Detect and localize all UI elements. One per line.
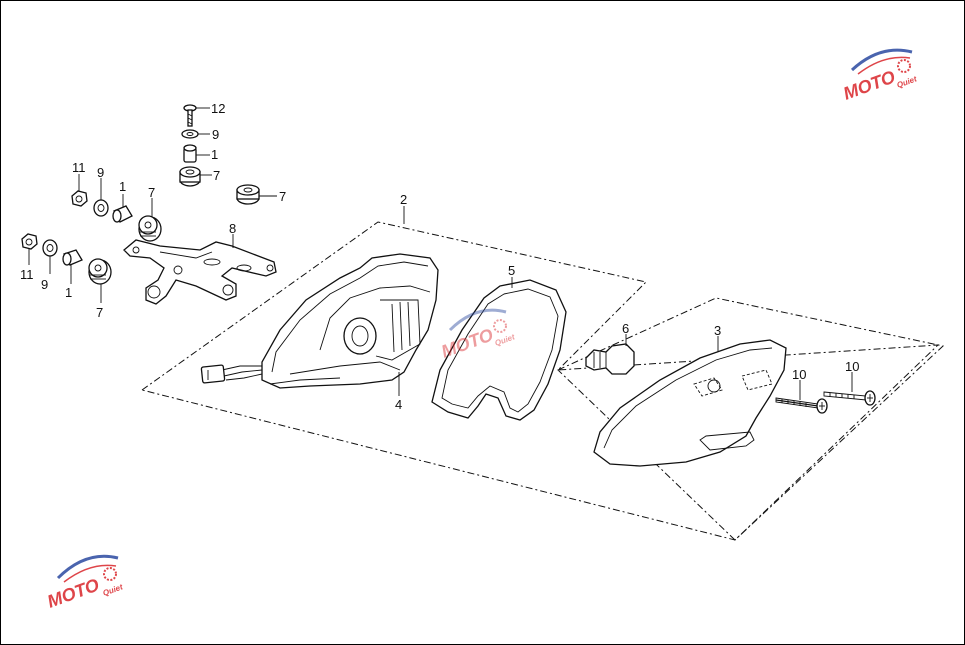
lens-cover-3 xyxy=(593,339,787,467)
callout-1-lower: 1 xyxy=(65,285,72,300)
screw-10-right xyxy=(823,390,876,406)
callout-1-upper: 1 xyxy=(119,179,126,194)
grommet-7-top xyxy=(179,166,201,187)
callout-3: 3 xyxy=(714,323,721,338)
callout-9-top: 9 xyxy=(212,127,219,142)
washer-9-upper xyxy=(93,199,109,217)
callout-5: 5 xyxy=(508,263,515,278)
grommet-7-right xyxy=(236,184,260,205)
washer-9-top xyxy=(181,129,199,139)
nut-11-upper xyxy=(71,190,88,207)
headlamp-body-4 xyxy=(200,253,439,389)
callout-numbers: 12 9 1 7 7 11 9 1 7 8 11 9 1 7 2 5 6 3 4… xyxy=(20,101,859,412)
callout-2: 2 xyxy=(400,192,407,207)
bolt-12-top xyxy=(183,104,197,127)
leader-lines xyxy=(28,107,853,400)
callout-9-lower: 9 xyxy=(41,277,48,292)
watermark-brand-bottom: MOTO xyxy=(45,575,102,612)
watermark-logo-bottom-left: MOTO Quiet xyxy=(45,554,125,612)
callout-8: 8 xyxy=(229,221,236,236)
bracket-8 xyxy=(123,239,277,305)
watermark-logo-top-right: MOTO Quiet xyxy=(841,48,919,104)
callout-11-upper: 11 xyxy=(72,160,86,175)
callout-4: 4 xyxy=(395,397,402,412)
callout-7-lower: 7 xyxy=(96,305,103,320)
screw-10-left xyxy=(775,397,828,414)
callout-7-top: 7 xyxy=(213,168,220,183)
bulb-6 xyxy=(585,343,635,375)
callout-7-upper: 7 xyxy=(148,185,155,200)
callout-12-top: 12 xyxy=(211,101,225,116)
callout-10-right: 10 xyxy=(845,359,859,374)
callout-7-right: 7 xyxy=(279,189,286,204)
callout-6: 6 xyxy=(622,321,629,336)
callout-10-left: 10 xyxy=(792,367,806,382)
nut-11-lower xyxy=(21,233,38,250)
collar-1-top xyxy=(183,144,197,163)
watermark-sub-top: Quiet xyxy=(896,74,919,90)
collar-1-upper xyxy=(112,205,133,223)
washer-9-lower xyxy=(42,239,58,257)
callout-1-top: 1 xyxy=(211,147,218,162)
gasket-5 xyxy=(431,279,567,421)
assembly-outline-3 xyxy=(557,297,945,541)
callout-9-upper: 9 xyxy=(97,165,104,180)
grommet-7-upper xyxy=(138,215,162,242)
collar-1-lower xyxy=(62,249,83,266)
watermark-brand-top: MOTO xyxy=(841,67,898,104)
watermark-sub-bottom: Quiet xyxy=(102,582,125,598)
callout-11-lower: 11 xyxy=(20,267,34,282)
grommet-7-lower xyxy=(88,258,112,285)
